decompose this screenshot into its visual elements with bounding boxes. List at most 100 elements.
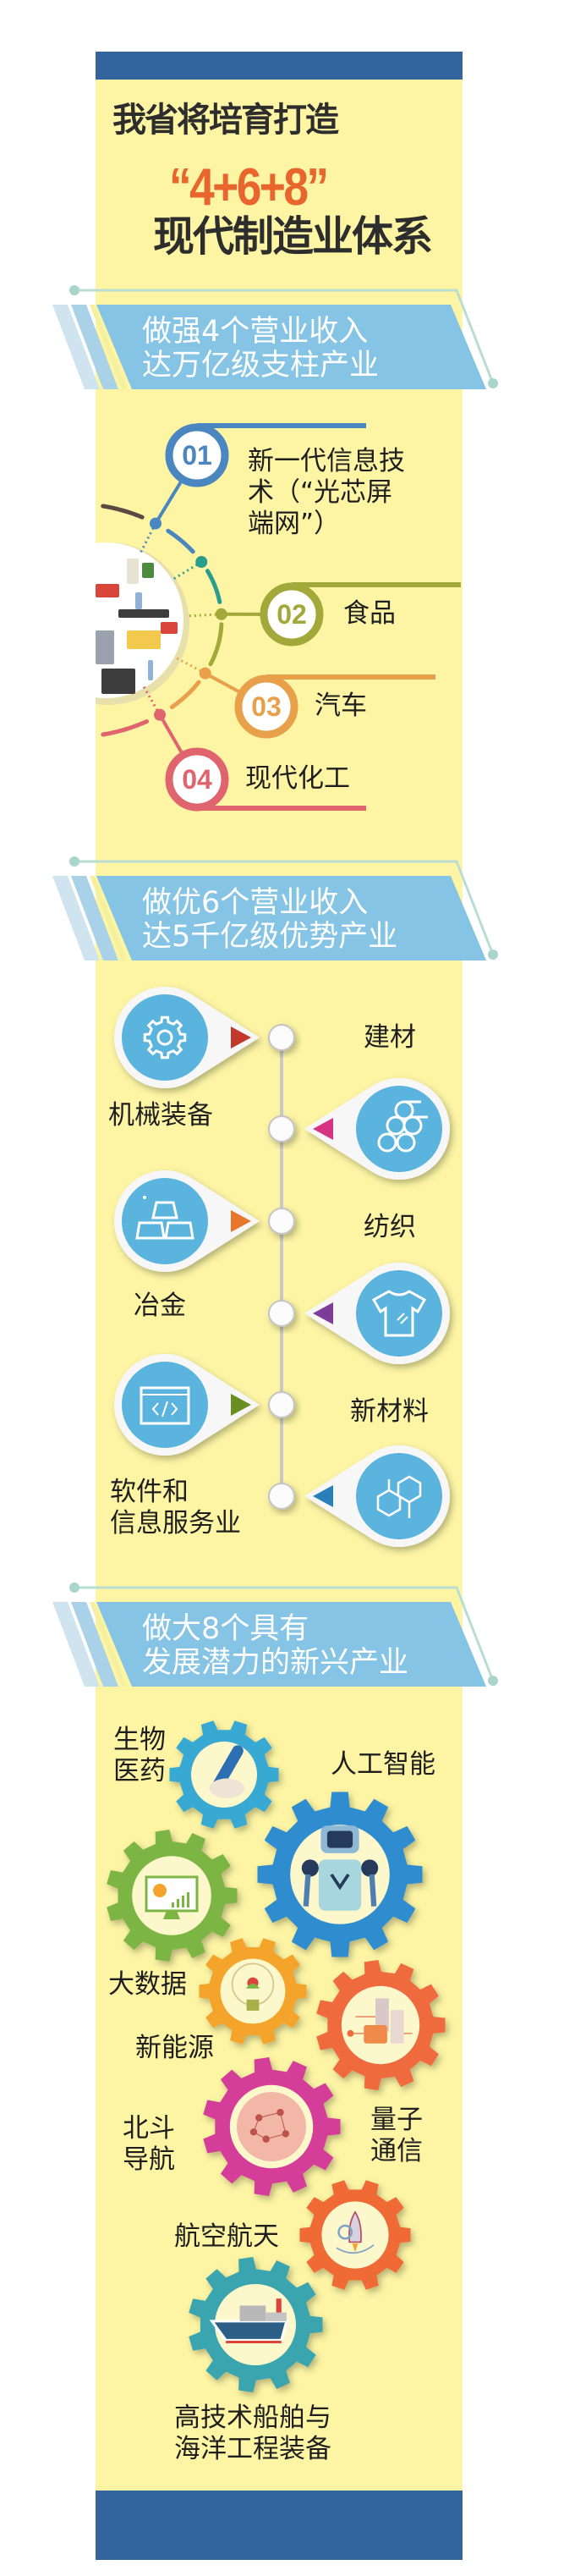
arc-segment [169,680,201,710]
industry-label: 通信 [370,2136,423,2166]
advantage-industry-pin [304,1078,451,1181]
banner-body [96,876,486,960]
banner-stripe [90,305,127,389]
industry-label: 大数据 [108,1969,187,2000]
industry-label: 导航 [123,2144,175,2175]
industry-label: 新能源 [135,2033,214,2063]
industry-label: 新材料 [350,1396,429,1427]
industry-label: 纺织 [364,1212,416,1242]
section-banner-2 [52,856,498,960]
advantage-industry-pin [304,1445,451,1547]
globe-icon [237,2092,306,2161]
banner-stripe [71,876,118,960]
banner-line-2: 发展潜力的新兴产业 [142,1646,409,1680]
arc-segment [208,622,224,667]
section-banner-3 [52,1582,498,1687]
banner-line-2: 达5千亿级优势产业 [142,920,398,954]
emerging-industry-gear [316,1960,446,2090]
industry-label: 新一代信息技 [248,446,405,476]
number-badge [165,747,229,812]
banner-stripe [52,876,100,960]
emerging-industry-gear [257,1792,423,1957]
banner-line-1: 做优6个营业收入 [142,886,369,920]
industry-label: 信息服务业 [110,1508,241,1538]
industry-label: 端网”） [248,509,341,539]
industry-label: 术（“光芯屏 [248,477,393,508]
pin-face [122,1178,208,1264]
factory-illustration [96,542,183,698]
emerging-industry-gear [299,2180,411,2290]
industry-label: 航空航天 [174,2221,279,2252]
pin-face [356,1086,442,1172]
industry-label: 量子 [370,2105,423,2135]
connector-dot [488,1676,498,1686]
badge-number: 01 [182,440,212,471]
industry-label: 汽车 [315,691,367,721]
banner-stripe [71,1602,118,1687]
lightbulb-icon [231,1962,275,2011]
industry-label: 冶金 [134,1291,186,1321]
advantage-industry-pin [113,1354,260,1456]
arc-dot [195,556,208,568]
pillar-industry-01: 01 [154,423,366,525]
banner-stripe [52,1602,100,1687]
banner-connector [74,860,495,955]
connector-dot [488,378,498,388]
timeline-node [268,1024,295,1051]
connector-dot [69,1582,79,1593]
industry-label: 食品 [343,598,396,629]
gear-hub [220,1958,286,2024]
molecule-icon [376,1475,422,1518]
gear-icon [143,1016,187,1060]
industry-label: 北斗 [123,2113,175,2144]
rocket-icon [336,2210,375,2254]
arc-segment [166,528,195,554]
banner-line-1: 做强4个营业收入 [142,315,369,349]
chart-monitor-icon [145,1875,199,1919]
pillar-industry-03: 03 [204,671,435,739]
emerging-industry-gear [189,2257,323,2392]
pin-face [356,1270,442,1357]
number-badge [165,423,229,487]
emerging-industry-gear [107,1830,238,1962]
banner-stripe [52,305,100,389]
banner-connector [74,289,495,384]
ship-icon [209,2298,288,2344]
banner-stripe [90,876,127,960]
pillar-industry-04: 04 [158,713,366,812]
pointer-triangle [313,1118,333,1140]
pipes-icon [377,1100,428,1153]
arc-segment [101,504,145,520]
industry-label: 高技术船舶与 [174,2403,331,2433]
badge-number: 04 [182,764,212,795]
timeline-node [268,1115,295,1142]
title-highlight: “4+6+8” [169,158,329,217]
industry-label: 软件和 [110,1477,189,1507]
title-line-1: 我省将培育打造 [112,101,339,140]
banner-connector [74,1586,495,1682]
pin-face [122,994,208,1081]
number-badge [260,582,324,647]
timeline-node [268,1208,295,1235]
advantage-industry-pin [113,1170,260,1272]
number-badge [234,674,298,739]
servers-icon [347,1998,413,2044]
bottom-bar [96,2491,463,2560]
banner-stripe [71,305,118,389]
banner-stripe [90,1602,127,1687]
connector-dot [69,285,79,295]
pill-icon [209,1745,245,1798]
industry-label: 机械装备 [108,1100,213,1131]
badge-number: 02 [277,599,307,630]
industry-label: 人工智能 [331,1749,435,1780]
industry-label: 现代化工 [245,763,350,794]
pointer-triangle [231,1027,251,1049]
badge-number: 03 [251,691,282,722]
advantage-industry-pin [113,987,260,1088]
advantage-industry-pin [304,1263,451,1365]
pointer-triangle [231,1210,251,1232]
industry-label: 生物 [113,1725,166,1755]
pointer-triangle [313,1485,333,1507]
